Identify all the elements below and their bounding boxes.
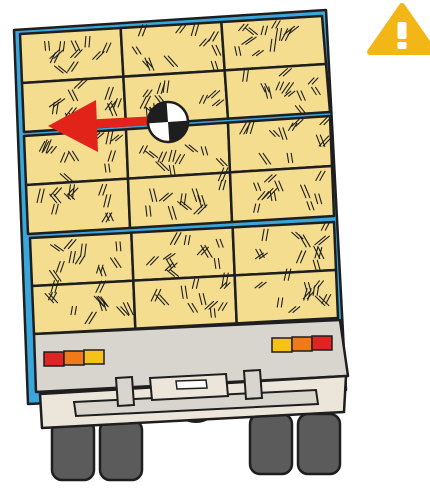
hay-bale: [26, 179, 130, 234]
hay-bale: [233, 222, 336, 275]
hay-bale: [228, 116, 332, 172]
hay-bale: [133, 275, 236, 328]
warning-icon: [370, 6, 430, 52]
hay-bale: [131, 227, 234, 280]
hay-bale: [121, 22, 225, 77]
hay-bales: [20, 16, 338, 334]
hay-bale: [128, 172, 232, 228]
center-of-gravity-icon: [147, 101, 190, 144]
rear-bumper: [34, 320, 348, 428]
hay-bale: [20, 28, 123, 83]
right-tail-lights: [272, 336, 332, 352]
left-tail-lights: [44, 350, 104, 366]
hay-bale: [32, 281, 135, 334]
hay-bale: [30, 233, 133, 286]
hay-bale: [235, 270, 338, 323]
